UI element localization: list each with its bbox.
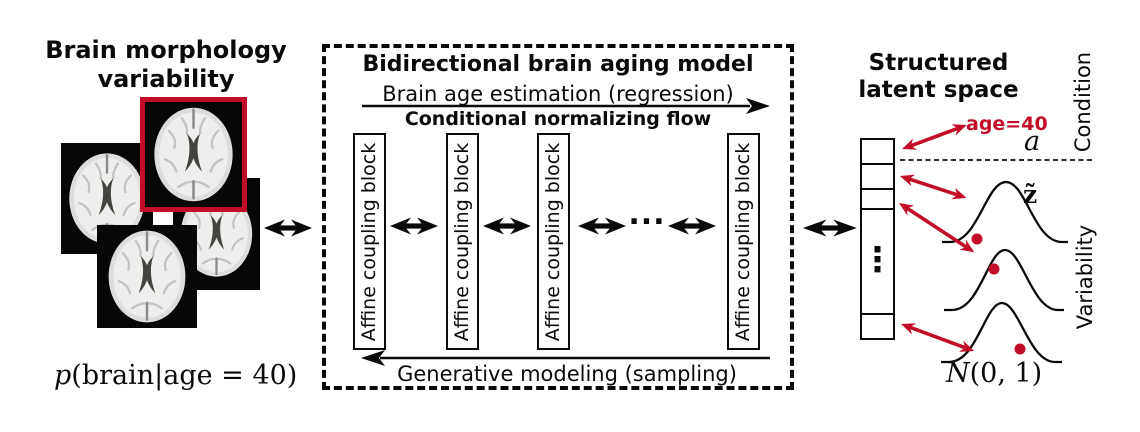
brain-scan-image-front (97, 225, 197, 328)
block-label: Affine coupling block (451, 142, 474, 341)
latent-z-symbol: z̃ (1023, 180, 1038, 209)
brain-slice-graphic (97, 225, 197, 328)
blocks-ellipsis: ... (628, 197, 666, 232)
affine-coupling-block-4: Affine coupling block (727, 133, 760, 350)
brain-slice-graphic (145, 102, 242, 207)
model-title: Bidirectional brain aging model (362, 52, 754, 77)
latent-vector-cell-last (860, 313, 895, 340)
formula-p: p (54, 360, 72, 391)
latent-vector-cell-1 (860, 138, 895, 165)
latent-to-gaussian2-red-arrow (899, 203, 975, 253)
block-label: Affine coupling block (542, 142, 565, 341)
probability-formula: p(brain|age = 40) (54, 360, 297, 391)
model-to-latent-double-arrow (803, 219, 857, 237)
formula-rest: (brain|age = 40) (71, 360, 298, 391)
brain-scan-image-highlighted (140, 97, 247, 212)
left-title-line2: variability (97, 65, 235, 93)
latent-vector-cell-3 (860, 188, 895, 210)
gaussian-curve-3 (941, 301, 1062, 364)
normal-args: (0, 1) (969, 358, 1043, 389)
latent-vector-cell-2 (860, 163, 895, 190)
block-label: Affine coupling block (358, 142, 381, 341)
standard-normal-label: N(0, 1) (946, 358, 1056, 389)
affine-coupling-block-3: Affine coupling block (537, 133, 570, 350)
age-variable-symbol: a (1024, 126, 1041, 157)
latent-panel-title: Structured latent space (836, 50, 1041, 104)
latent-to-gaussian3-red-arrow (901, 323, 975, 352)
backward-arrow-label: Generative modeling (sampling) (397, 362, 737, 386)
latent-to-age-red-arrow (902, 124, 967, 150)
latent-to-gaussian1-red-arrow (900, 174, 967, 200)
variability-axis-label: Variability (1073, 224, 1097, 330)
age-condition-label: age=40 (966, 113, 1048, 135)
gaussian-curve-2 (944, 248, 1064, 312)
latent-title-line1: Structured (868, 50, 1009, 76)
block-label: Affine coupling block (732, 142, 755, 341)
latent-title-line2: latent space (858, 77, 1019, 103)
affine-coupling-block-2: Affine coupling block (446, 133, 479, 350)
condition-axis-label: Condition (1071, 51, 1095, 153)
latent-vector-ellipsis: ⋮ (860, 240, 895, 280)
brains-to-model-double-arrow (264, 219, 312, 237)
sample-dot-curve-1 (971, 233, 983, 245)
forward-arrow-label: Brain age estimation (regression) (382, 82, 734, 106)
sample-dot-curve-3 (1014, 343, 1026, 355)
sample-dot-curve-2 (988, 263, 1000, 275)
affine-coupling-block-1: Affine coupling block (353, 133, 386, 350)
left-title-line1: Brain morphology (45, 36, 287, 64)
flow-label: Conditional normalizing flow (404, 108, 712, 130)
model-dashed-box (322, 44, 794, 390)
normal-n-symbol: N (946, 358, 970, 389)
left-panel-title: Brain morphology variability (28, 36, 304, 94)
